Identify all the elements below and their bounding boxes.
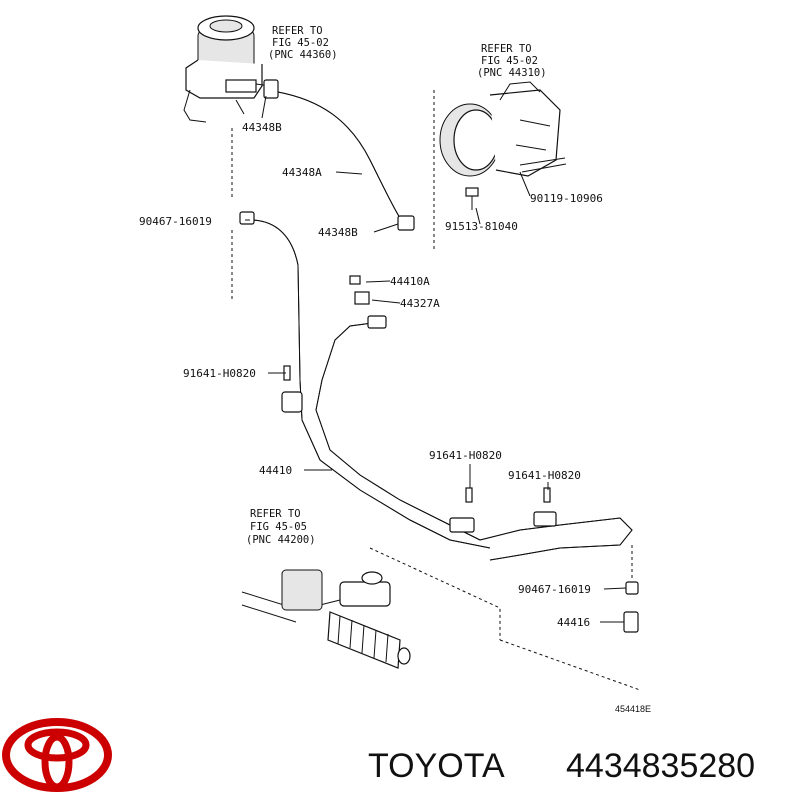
reference-note-3-line2: FIG 45-05 <box>250 521 307 533</box>
brand-name: TOYOTA <box>368 747 505 785</box>
pump-illustration <box>439 81 567 210</box>
reservoir-illustration <box>183 15 271 123</box>
part-label-44410: 44410 <box>259 464 292 477</box>
part-label-44348b-top: 44348B <box>242 121 282 134</box>
reference-note-1-line2: FIG 45-02 <box>272 37 329 49</box>
part-label-44348b-lower: 44348B <box>318 226 358 239</box>
part-label-91641-h0820-center: 91641-H0820 <box>429 449 502 462</box>
reference-note-2-line2: FIG 45-02 <box>481 55 538 67</box>
part-label-90467-16019-top: 90467-16019 <box>139 215 212 228</box>
reference-note-1-line1: REFER TO <box>272 25 323 37</box>
reference-note-2-line1: REFER TO <box>481 43 532 55</box>
part-label-90467-16019-right: 90467-16019 <box>518 583 591 596</box>
reference-note-2-line3: (PNC 44310) <box>477 67 547 79</box>
part-label-44348a: 44348A <box>282 166 322 179</box>
part-label-91513-81040: 91513-81040 <box>445 220 518 233</box>
reference-note-3-line1: REFER TO <box>250 508 301 520</box>
part-label-90119-10906: 90119-10906 <box>530 192 603 205</box>
part-label-91641-h0820-right: 91641-H0820 <box>508 469 581 482</box>
figure-id: 454418E <box>615 704 651 714</box>
part-label-44410a: 44410A <box>390 275 430 288</box>
brand-part-number: 4434835280 <box>566 747 755 785</box>
part-label-91641-h0820-left: 91641-H0820 <box>183 367 256 380</box>
reference-note-3-line3: (PNC 44200) <box>246 534 316 546</box>
steering-rack-illustration <box>241 569 411 669</box>
part-label-44416: 44416 <box>557 616 590 629</box>
part-label-44327a: 44327A <box>400 297 440 310</box>
toyota-logo <box>2 718 112 792</box>
reference-note-1-line3: (PNC 44360) <box>268 49 338 61</box>
